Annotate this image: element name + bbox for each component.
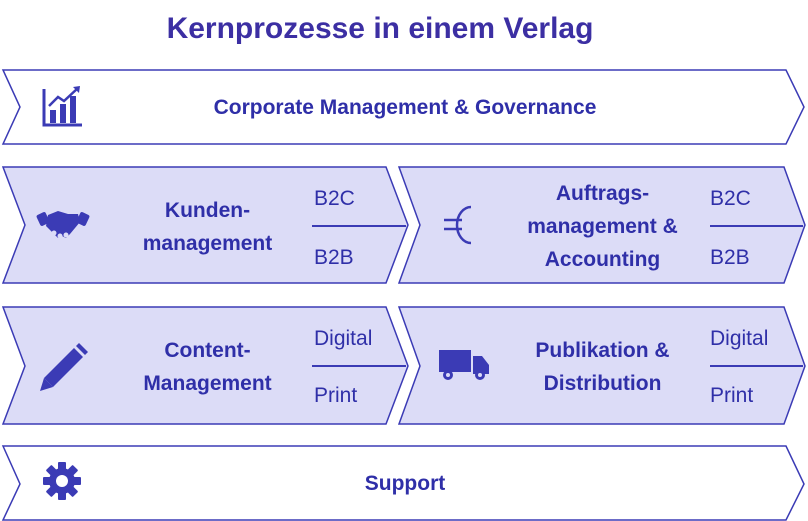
- kunden-sub-top: B2C: [314, 187, 355, 210]
- kunden-label: Kunden- management: [110, 194, 305, 260]
- kunden-line1: Kunden-: [164, 199, 251, 222]
- truck-icon: [439, 350, 489, 380]
- publikation-line1: Publikation &: [535, 339, 670, 362]
- publikation-line2: Distribution: [543, 372, 662, 395]
- auftrags-chevron: [397, 166, 806, 284]
- auftrags-label: Auftrags- management & Accounting: [495, 177, 710, 276]
- pencil-icon: [40, 343, 88, 391]
- auftrags-sub-top: B2C: [710, 187, 751, 210]
- content-line2: Management: [143, 372, 272, 395]
- euro-icon: [444, 205, 472, 245]
- kunden-sub-bottom: B2B: [314, 246, 354, 269]
- publikation-sub-bottom: Print: [710, 384, 754, 407]
- auftrags-line2: management &: [527, 215, 678, 238]
- content-line1: Content-: [164, 339, 251, 362]
- content-chevron: [1, 306, 409, 425]
- auftrags-sub-bottom: B2B: [710, 246, 750, 269]
- publikation-label: Publikation & Distribution: [495, 334, 710, 400]
- handshake-icon: [36, 211, 90, 239]
- corporate-band: [1, 69, 805, 145]
- support-band: [1, 445, 805, 521]
- content-sub-top: Digital: [314, 327, 373, 350]
- kunden-chevron: [1, 166, 409, 284]
- gear-icon: [43, 462, 81, 500]
- corporate-label: Corporate Management & Governance: [213, 96, 597, 119]
- content-sub-bottom: Print: [314, 384, 358, 407]
- publikation-sub-top: Digital: [710, 327, 769, 350]
- page-title: Kernprozesse in einem Verlag: [166, 12, 594, 45]
- content-label: Content- Management: [110, 334, 305, 400]
- support-label: Support: [364, 472, 446, 495]
- publikation-chevron: [397, 306, 806, 425]
- auftrags-line3: Accounting: [544, 248, 661, 271]
- auftrags-line1: Auftrags-: [555, 182, 650, 205]
- kunden-line2: management: [142, 232, 273, 255]
- bar-chart-icon: [42, 86, 82, 127]
